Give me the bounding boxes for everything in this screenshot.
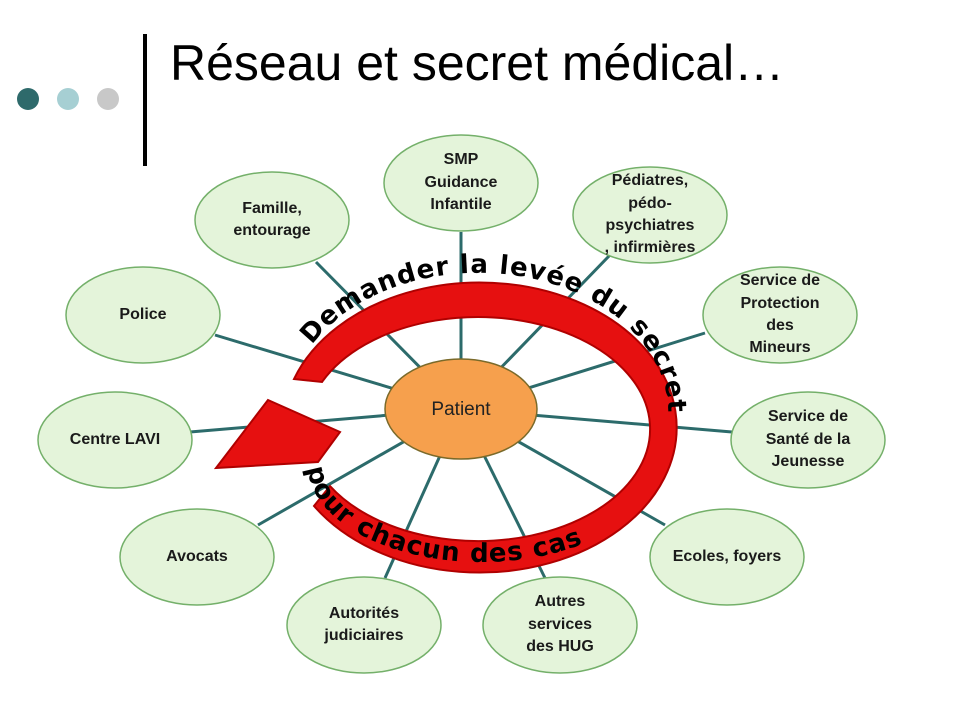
node-ellipse-judiciaires [286,576,442,674]
network-nodes [37,134,886,674]
node-ellipse-spm [702,266,858,364]
node-lavi: Centre LAVI [38,392,192,488]
node-judiciaires: Autorités judiciaires [287,577,441,673]
node-label-line: Guidance [424,173,498,191]
patient-ellipse [384,358,538,460]
node-label-line: Service de [739,272,821,290]
node-ecoles: Ecoles, foyers [650,509,804,605]
node-pediatres: Pédiatres, pédo-psychiatres , infirmières [573,167,727,263]
node-ellipse-lavi [37,391,193,489]
node-label-line: Famille, [242,199,302,217]
arrow-text-bottom: pour chacun des cas [300,463,585,569]
node-ellipse-famille [194,171,350,269]
node-label-line: Infantile [430,196,492,214]
slide-title: Réseau et secret médical… [170,35,785,91]
node-ellipse-police [65,266,221,364]
node-ellipse-hug [482,576,638,674]
node-label-line: judiciaires [324,627,404,644]
node-label-line: , infirmières [604,239,696,257]
node-ssj: Service de Santé de la Jeunesse [731,392,885,488]
node-famille: Famille, entourage [195,172,349,268]
node-label-line: Autorités [328,604,400,622]
node-ellipse-ecoles [649,508,805,606]
node-ellipse-avocats [119,508,275,606]
title-divider [143,34,147,166]
node-label-line: Mineurs [749,339,811,357]
node-ellipse-ssj [730,391,886,489]
header-dot-dark [17,88,39,110]
header-dot-light [57,88,79,110]
node-police: Police [66,267,220,363]
node-label-line: Ecoles, foyers [672,547,782,565]
node-label-line: des HUG [526,638,594,656]
node-label-line: pédo- [628,194,672,212]
node-label-line: Pédiatres, [611,172,689,190]
node-label-line: Protection [740,294,820,312]
svg-text:pour chacun des cas: pour chacun des cas [300,463,586,569]
node-ellipse-pediatres [572,166,728,264]
node-label-line: Centre LAVI [69,430,161,448]
patient-label: Patient [431,399,491,420]
node-label-line: SMP [443,151,479,169]
node-ellipse-smp [383,134,539,232]
node-label-line: Service de [767,408,849,426]
cycle-arrow-head [213,398,342,470]
node-label-line: Santé de la [765,430,851,448]
node-avocats: Avocats [120,509,274,605]
node-label-line: des [766,317,794,334]
node-label-line: Autres [534,593,586,611]
node-label-line: Jeunesse [771,453,845,471]
cycle-arrow-band [292,281,678,574]
node-label-line: Avocats [166,547,228,565]
node-hug: Autres services des HUG [483,577,637,673]
node-label-line: services [527,615,593,633]
node-label-line: entourage [233,222,311,239]
node-label-line: psychiatres [605,217,695,234]
node-label-line: Police [119,305,167,323]
header-dot-grey [97,88,119,110]
